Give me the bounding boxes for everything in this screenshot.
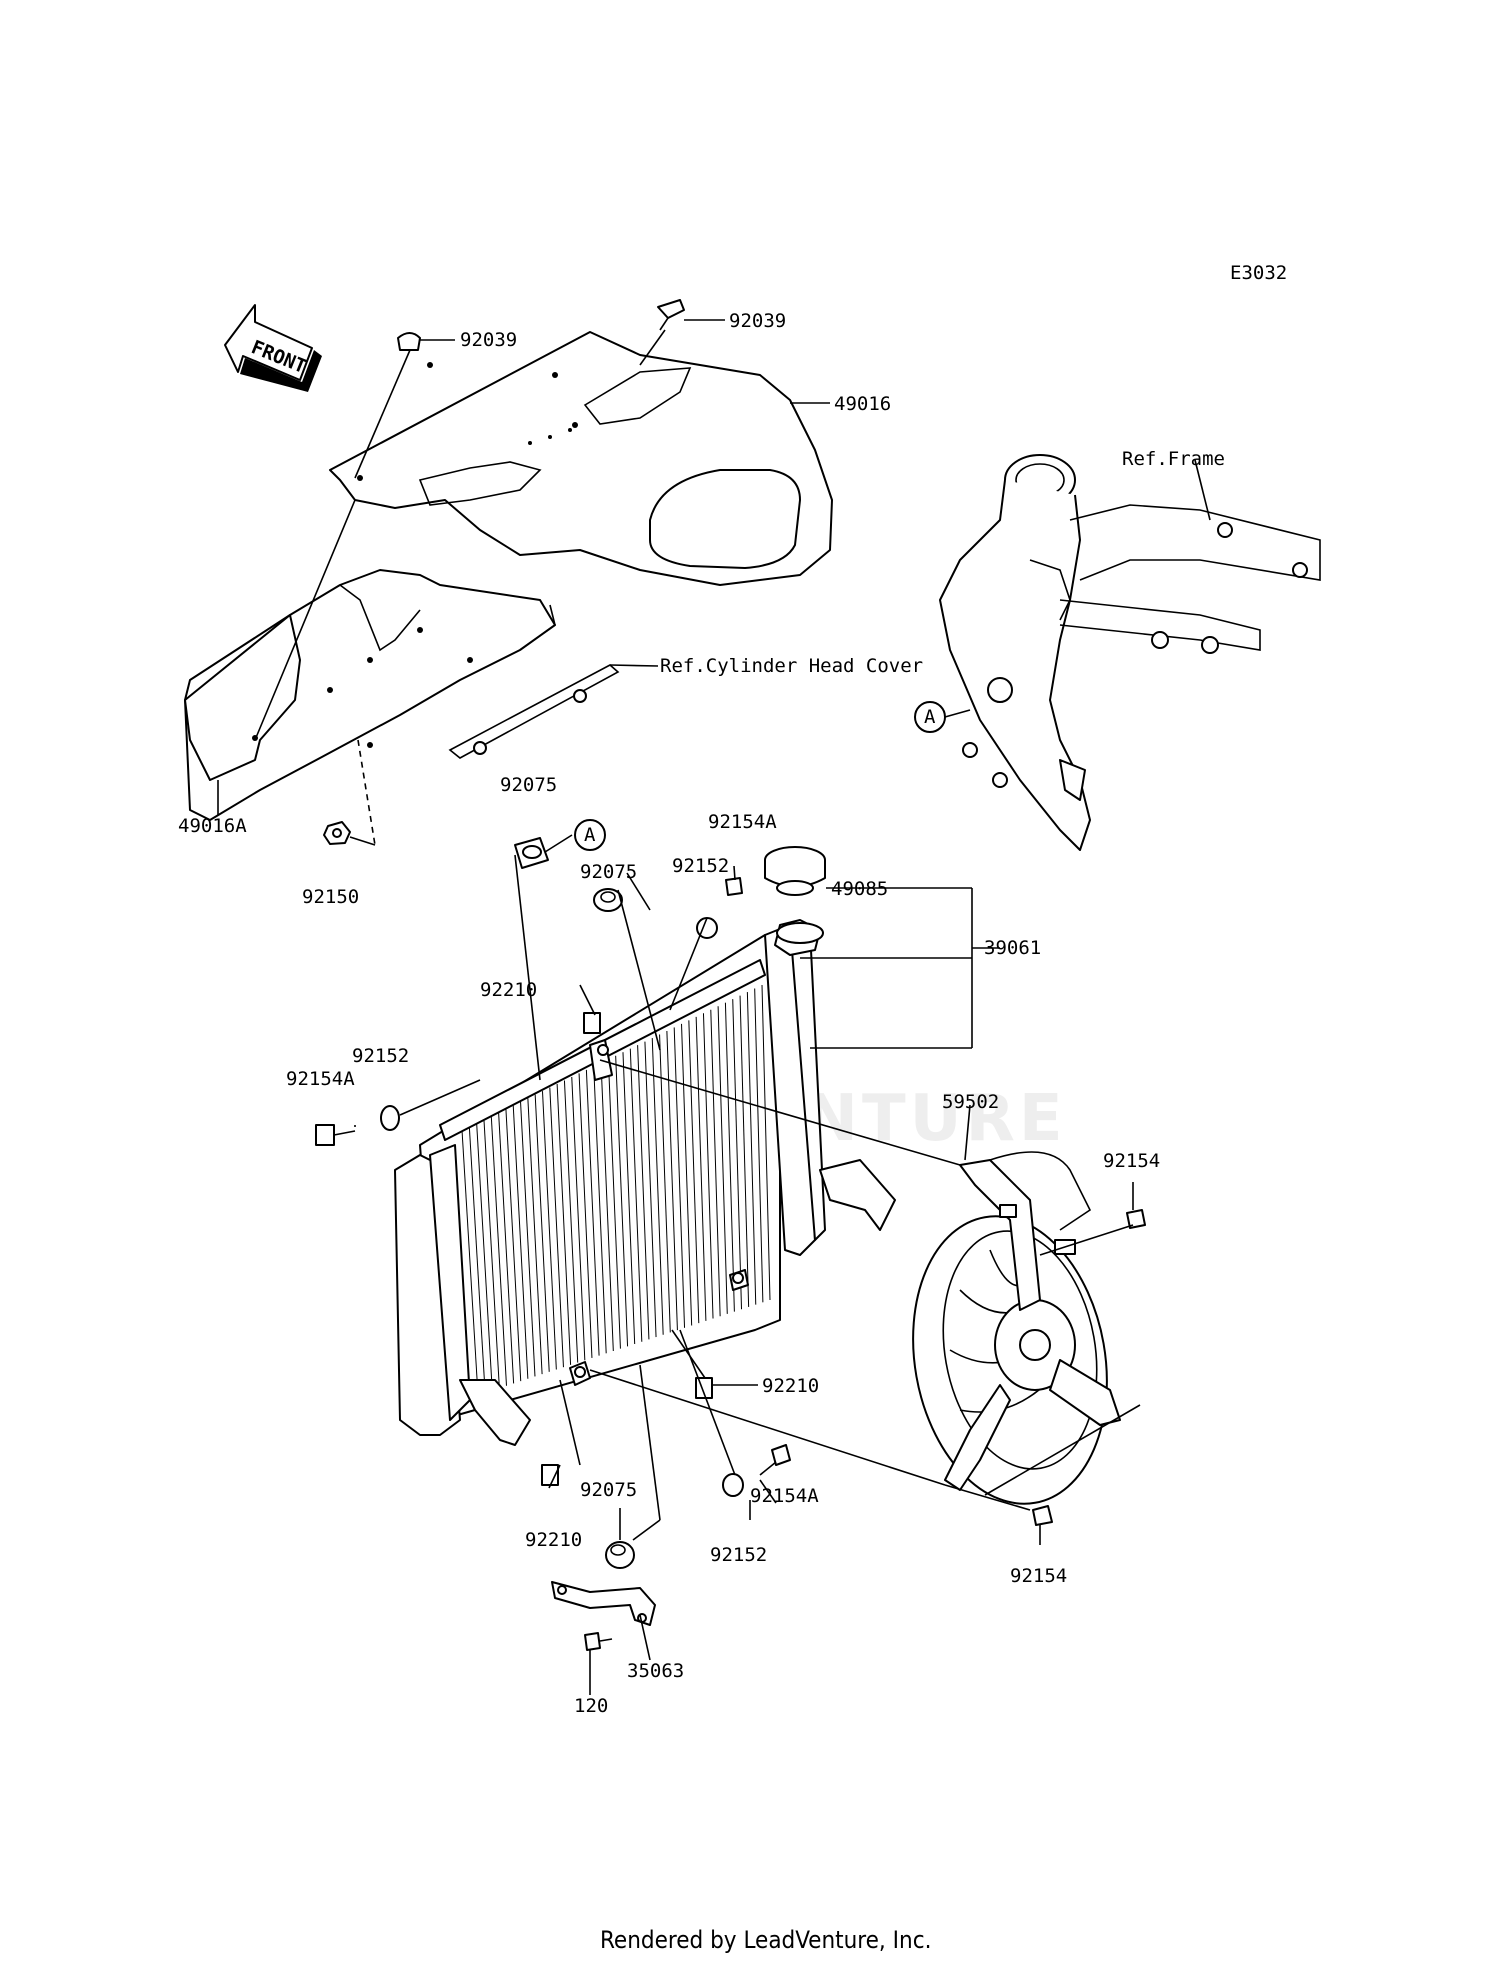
callout-49016: 49016 [834,393,891,415]
cylinder-head-cover-ref [448,664,620,759]
ref-frame-label: Ref.Frame [1122,448,1225,470]
callout-92154-bottom: 92154 [1010,1565,1067,1587]
callout-92210-top: 92210 [480,979,537,1001]
callout-59502: 59502 [942,1091,999,1113]
diagram-code: E3032 [1230,262,1287,284]
callout-92075-top: 92075 [500,774,557,796]
callout-92154A-bottom: 92154A [750,1485,819,1507]
radiator-fins [461,984,771,1396]
ref-cylinder-head-cover-label: Ref.Cylinder Head Cover [660,655,923,677]
radiator [394,919,896,1446]
callout-92150: 92150 [302,886,359,908]
callout-92075-bottom: 92075 [580,1479,637,1501]
callout-92154A-top: 92154A [708,811,777,833]
callout-49085: 49085 [831,878,888,900]
footer-credit: Rendered by LeadVenture, Inc. [600,1926,931,1954]
shroud-49016 [329,331,833,586]
callout-92039-left: 92039 [460,329,517,351]
leader-lines [217,319,1211,1695]
cooling-fan-59502 [912,1151,1121,1505]
shroud-49016A [184,569,556,821]
callout-35063: 35063 [627,1660,684,1682]
callout-92152-bottom: 92152 [710,1544,767,1566]
svg-text:A: A [924,706,936,728]
callout-39061: 39061 [984,937,1041,959]
callout-92075-mid: 92075 [580,861,637,883]
callout-92154-top: 92154 [1103,1150,1160,1172]
radiator-cap-49085 [764,846,826,896]
marker-a-frame: A [914,701,946,733]
frame-ref [939,454,1321,851]
callout-92210-bottom: 92210 [525,1529,582,1551]
callout-labels: 92039 92039 49016 Ref.Frame Ref.Cylinder… [178,310,1225,1717]
callout-92210-right: 92210 [762,1375,819,1397]
callout-49016A: 49016A [178,815,247,837]
front-arrow-icon: FRONT [224,304,322,392]
callout-92154A-left: 92154A [286,1068,355,1090]
callout-120: 120 [574,1695,608,1717]
callout-92039-right: 92039 [729,310,786,332]
callout-92152-top: 92152 [672,855,729,877]
callout-92152-left: 92152 [352,1045,409,1067]
small-parts [315,299,1146,1651]
marker-a-radiator: A [574,819,606,851]
svg-text:A: A [584,824,596,846]
